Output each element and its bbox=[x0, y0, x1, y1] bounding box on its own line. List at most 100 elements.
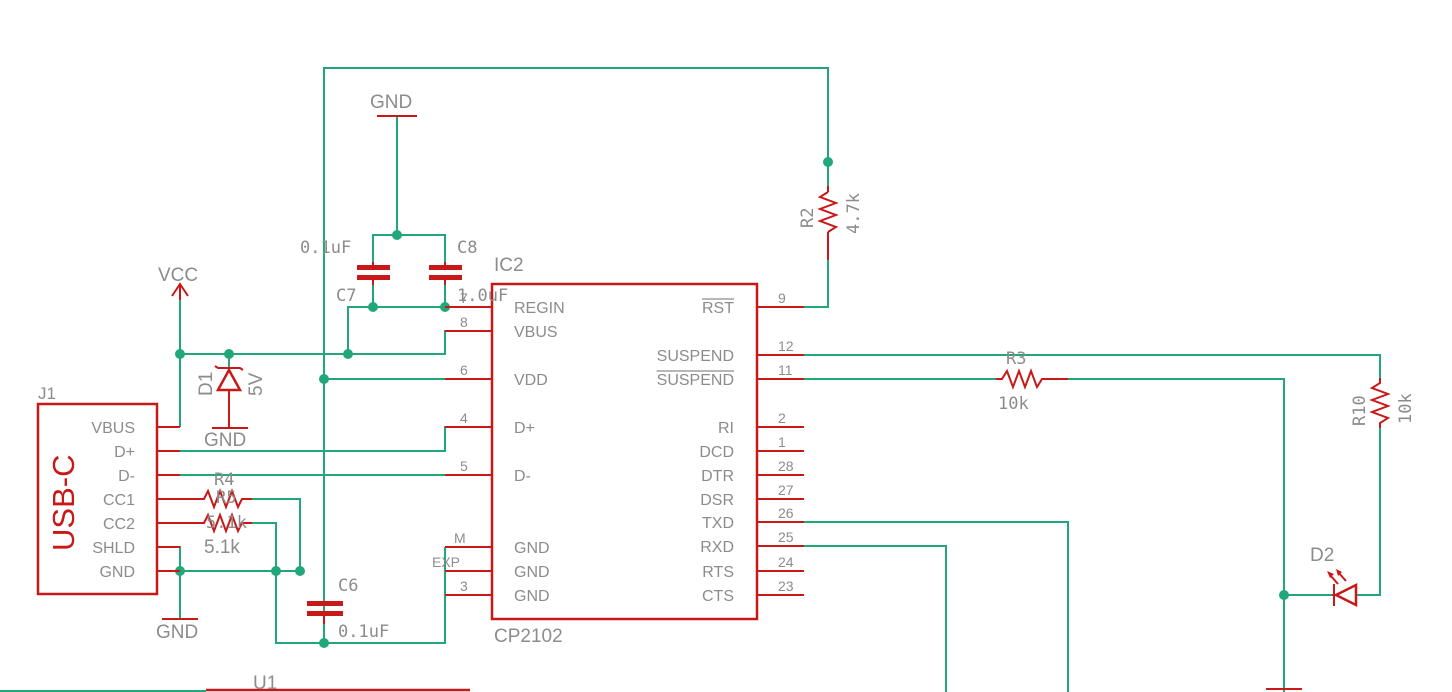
j1-pin-name: SHLD bbox=[92, 540, 135, 557]
ic2-pin-name: SUSPEND bbox=[657, 372, 734, 389]
wire-cc1 bbox=[252, 498, 301, 571]
junctions bbox=[175, 157, 1289, 648]
ic2-pin-name: GND bbox=[514, 540, 550, 557]
wire-rst bbox=[804, 260, 829, 308]
c8-plate bbox=[429, 275, 462, 280]
j1-name: J1 bbox=[38, 384, 56, 403]
ic2-pin-name: RXD bbox=[700, 539, 734, 556]
ic2-pin-number: 6 bbox=[460, 362, 468, 378]
junction-dot bbox=[295, 566, 305, 576]
junction-dot bbox=[224, 349, 234, 359]
ic2-pin-number: M bbox=[454, 530, 466, 546]
c7-value: 0.1uF bbox=[300, 238, 351, 258]
gnd-symbol-top: GND bbox=[370, 92, 417, 117]
wire-suspend bbox=[804, 354, 1381, 378]
ic2-pin-number: 5 bbox=[460, 458, 468, 474]
j1-pin-name: D+ bbox=[114, 444, 135, 461]
wire-regin-vbus bbox=[347, 306, 373, 354]
gnd-label: GND bbox=[204, 430, 246, 451]
ic2-value: CP2102 bbox=[494, 626, 563, 647]
c6-capacitor: C6 0.1uF bbox=[307, 576, 389, 643]
c7-capacitor: 0.1uF C7 bbox=[300, 238, 390, 306]
wire-cap-top-bus bbox=[372, 234, 446, 262]
j1-pin-name: CC2 bbox=[103, 516, 135, 533]
ic2-pin-number: EXP bbox=[432, 554, 460, 570]
r3-resistor: R3 10k bbox=[996, 349, 1068, 414]
r2-value: 4.7k bbox=[844, 193, 864, 234]
ic2-pin: 2RI bbox=[718, 410, 804, 437]
wire-rxd bbox=[804, 545, 947, 692]
c6-plate bbox=[307, 601, 343, 606]
j1-pin: VBUS bbox=[91, 420, 180, 437]
wire-r10-d2 bbox=[1356, 428, 1381, 596]
c8-plate bbox=[429, 265, 462, 270]
j1-pin: SHLD bbox=[92, 540, 180, 557]
c7-name: C7 bbox=[336, 286, 356, 306]
ic2-pin-number: 26 bbox=[778, 505, 794, 521]
j1-pin: CC1 bbox=[103, 492, 180, 509]
ic2-pin-name: GND bbox=[514, 564, 550, 581]
ic2-pin-number: 25 bbox=[778, 529, 794, 545]
ic2-pin-name: DCD bbox=[699, 444, 734, 461]
ic2-pin-number: 3 bbox=[460, 578, 468, 594]
ic2-pin-number: 24 bbox=[778, 554, 794, 570]
c6-value: 0.1uF bbox=[338, 622, 389, 642]
ic2-pin-name: REGIN bbox=[514, 300, 565, 317]
j1-value: USB-C bbox=[46, 455, 81, 551]
r10-value: 10k bbox=[1396, 393, 1416, 424]
ic2-pin-name: RI bbox=[718, 420, 734, 437]
r3-value: 10k bbox=[998, 394, 1029, 414]
c8-value: 1.0uF bbox=[457, 286, 508, 306]
d1-tvs-diode: D1 5V bbox=[196, 365, 267, 428]
junction-dot bbox=[368, 302, 378, 312]
ic2-pin-number: 8 bbox=[460, 314, 468, 330]
j1-pin-name: GND bbox=[99, 564, 135, 581]
d2-led: D2 bbox=[1310, 545, 1358, 608]
j1-pin: GND bbox=[99, 564, 180, 581]
d2-name: D2 bbox=[1310, 545, 1334, 566]
ic2-cp2102: IC2 CP2102 7REGIN8VBUS6VDD4D+5D-MGNDEXPG… bbox=[432, 255, 804, 647]
c8-name: C8 bbox=[457, 238, 477, 258]
r2-name: R2 bbox=[798, 208, 818, 228]
gnd-symbol-j1: GND bbox=[156, 618, 198, 643]
ic2-pin-number: 12 bbox=[778, 338, 794, 354]
ic2-pin-name: VDD bbox=[514, 372, 548, 389]
d1-name: D1 bbox=[196, 372, 217, 396]
d1-value: 5V bbox=[246, 372, 267, 396]
wire-txd bbox=[804, 521, 1069, 692]
c6-plate bbox=[307, 611, 343, 616]
r4-value: 5.1k bbox=[206, 513, 247, 533]
gnd-label: GND bbox=[370, 92, 412, 113]
ic2-pin-name: VBUS bbox=[514, 324, 558, 341]
ic2-pin: EXP GND bbox=[432, 554, 550, 581]
ic2-pin-name: GND bbox=[514, 588, 550, 605]
gnd-symbol-d1: GND bbox=[204, 427, 248, 451]
j1-pin-name: VBUS bbox=[91, 420, 135, 437]
ic2-pin-number: 2 bbox=[778, 410, 786, 426]
ic2-right-pins: 9RST12SUSPEND11SUSPEND2RI1DCD28DTR27DSR2… bbox=[656, 290, 804, 605]
r10-name: R10 bbox=[1350, 395, 1370, 426]
r4-name: R4 bbox=[214, 470, 234, 490]
j1-pin: CC2 bbox=[103, 516, 180, 533]
ic2-pin-name: D+ bbox=[514, 420, 535, 437]
wire-r3-out bbox=[1068, 378, 1285, 692]
r10-resistor: R10 10k bbox=[1350, 378, 1416, 428]
u1-name: U1 bbox=[253, 673, 277, 692]
ic2-pin-name: SUSPEND bbox=[657, 348, 734, 365]
vcc-label: VCC bbox=[158, 265, 198, 286]
r4-r5-resistors: R4 R5 5.1k 5.1k bbox=[158, 470, 252, 558]
